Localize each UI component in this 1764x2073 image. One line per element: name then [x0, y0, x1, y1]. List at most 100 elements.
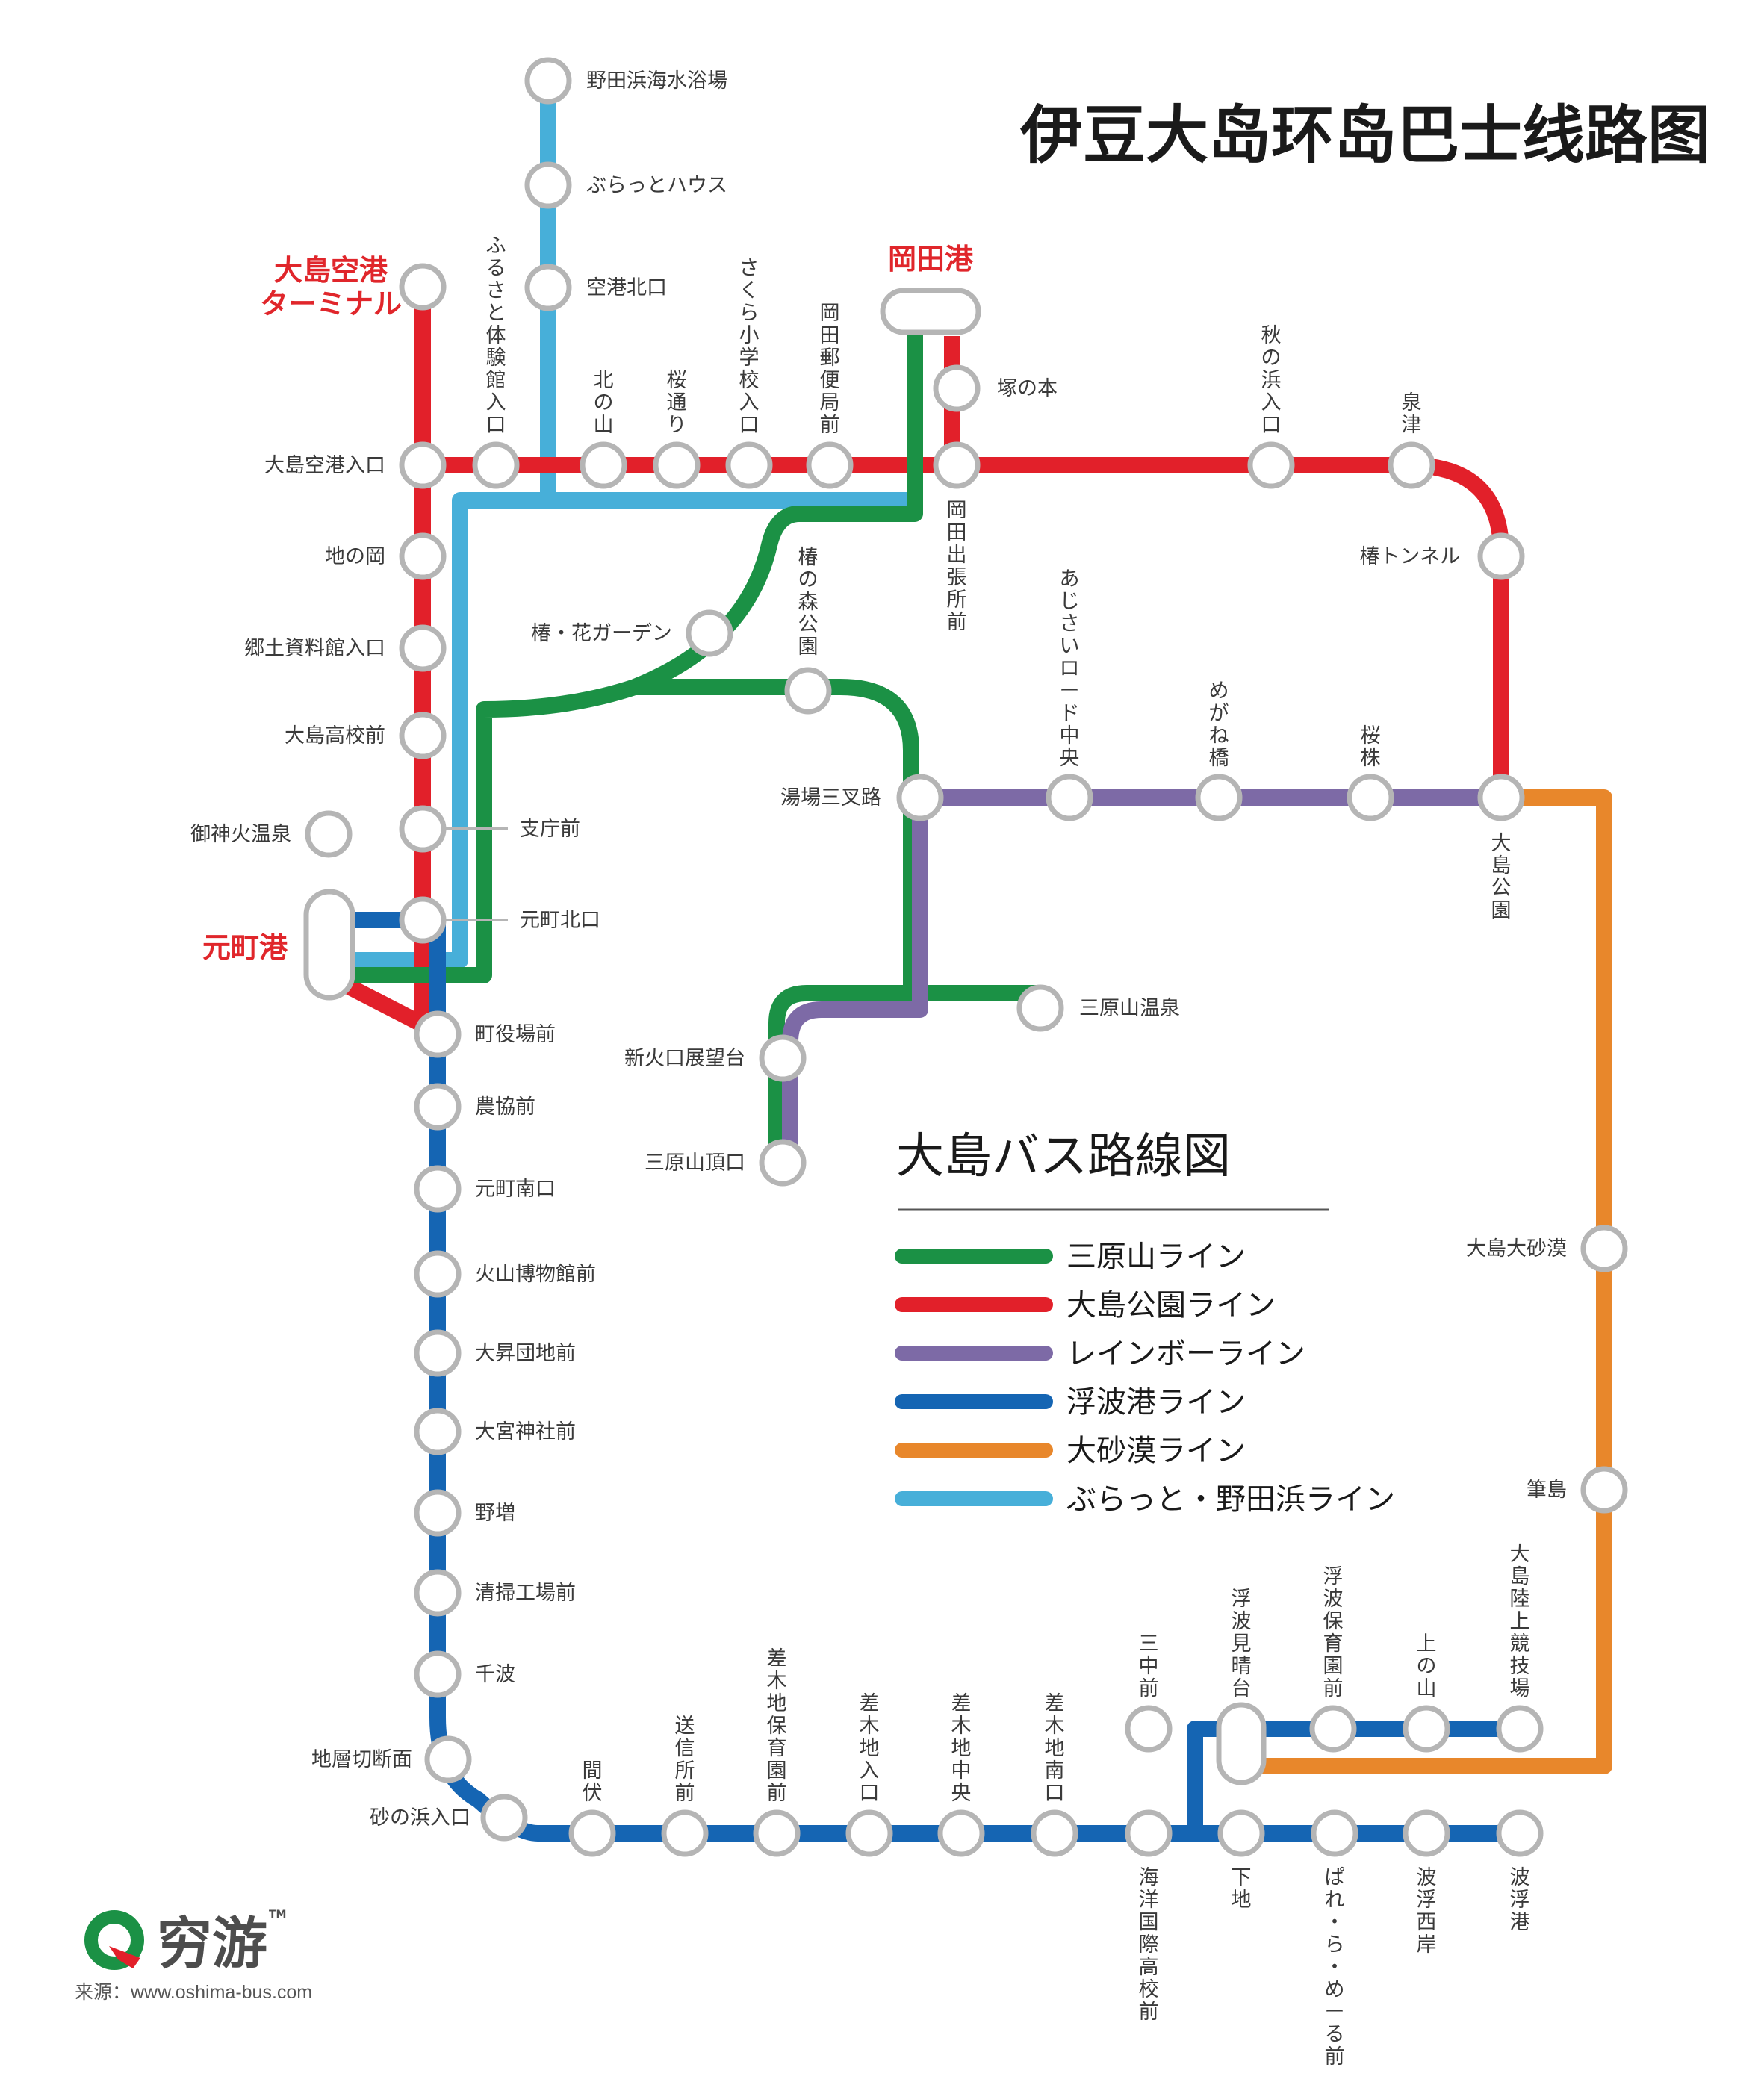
station-seiso[interactable] — [414, 1569, 462, 1617]
station-tsukanomoto[interactable] — [933, 364, 981, 412]
station-gojinka[interactable] — [305, 810, 353, 858]
label-tsukanomoto: 塚の本 — [997, 377, 1058, 400]
station-soshin[interactable] — [661, 1809, 709, 1857]
station-yuba[interactable] — [896, 774, 944, 821]
label-miharayama-onsen: 三原山温泉 — [1079, 997, 1180, 1020]
connector-ticks — [445, 827, 508, 921]
label-okada-shutcho: 岡田出張所前 — [947, 499, 967, 634]
station-habu-hoiku[interactable] — [1309, 1705, 1357, 1753]
station-rikujo[interactable] — [1496, 1705, 1544, 1753]
station-sakuradori[interactable] — [653, 441, 701, 489]
station-palala[interactable] — [1311, 1809, 1358, 1857]
station-sunanohama[interactable] — [480, 1794, 528, 1842]
station-tsubaki-mori[interactable] — [784, 667, 832, 715]
station-miharayama-chojo[interactable] — [759, 1139, 807, 1187]
label-sakura-school: さくら小学校入口 — [739, 257, 760, 437]
label-habu-miharashi: 浮波見晴台 — [1232, 1588, 1252, 1700]
station-kuko-iriguchi[interactable] — [399, 441, 447, 489]
legend-label-sabaku: 大砂漠ライン — [1066, 1434, 1246, 1468]
label-megane: めがね橋 — [1209, 680, 1229, 770]
label-nokyo: 農協前 — [475, 1095, 535, 1119]
label-palala: ぱれ・ら・めーる前 — [1325, 1866, 1345, 2069]
station-mabushi[interactable] — [568, 1809, 616, 1857]
label-sunanohama: 砂の浜入口 — [370, 1806, 470, 1830]
label-jinooka: 地の岡 — [325, 545, 385, 568]
station-kaiyo[interactable] — [1125, 1809, 1173, 1857]
station-nodahama[interactable] — [524, 57, 572, 105]
station-senba[interactable] — [414, 1650, 462, 1698]
station-motomachi-kita[interactable] — [399, 896, 447, 944]
label-habu-seigan: 波浮西岸 — [1417, 1866, 1437, 1957]
label-tsubaki-tunnel: 椿トンネル — [1360, 545, 1460, 568]
station-oshima-koen[interactable] — [1477, 774, 1525, 821]
label-sakiji-iriguchi: 差木地入口 — [860, 1692, 880, 1805]
station-sakiji-chuo[interactable] — [937, 1809, 985, 1857]
station-sakiji-hoiku[interactable] — [753, 1809, 801, 1857]
station-furusato[interactable] — [472, 441, 520, 489]
label-gojinka: 御神火温泉 — [190, 823, 291, 846]
station-buratto-house[interactable] — [524, 161, 572, 209]
station-shimochi[interactable] — [1217, 1809, 1265, 1857]
source-credit: 来源：www.oshima-bus.com — [75, 1982, 312, 2003]
station-jinooka[interactable] — [399, 532, 447, 580]
station-kitanoyama[interactable] — [580, 441, 627, 489]
station-megane[interactable] — [1195, 774, 1243, 821]
port-motomachi-terminal[interactable] — [303, 889, 355, 1001]
label-miharayama-chojo: 三原山頂口 — [645, 1152, 745, 1175]
station-motomachi-minami[interactable] — [414, 1165, 462, 1213]
station-daisabaku[interactable] — [1580, 1225, 1628, 1272]
logo-tm: TM — [269, 1909, 286, 1921]
label-sakiji-minami: 差木地南口 — [1045, 1692, 1065, 1805]
station-nokyo[interactable] — [414, 1083, 462, 1131]
label-habu-hoiku: 浮波保育園前 — [1323, 1565, 1344, 1700]
label-kitanoyama: 北の山 — [594, 369, 614, 437]
station-sentsu[interactable] — [1388, 441, 1435, 489]
station-sakura-school[interactable] — [725, 441, 773, 489]
label-shichomae: 支庁前 — [520, 818, 580, 841]
station-kazan[interactable] — [414, 1250, 462, 1298]
station-koko[interactable] — [399, 712, 447, 759]
station-ajisai[interactable] — [1046, 774, 1093, 821]
station-tsubaki-garden[interactable] — [686, 609, 733, 657]
station-habu-seigan[interactable] — [1403, 1809, 1450, 1857]
label-soshin: 送信所前 — [675, 1715, 695, 1805]
label-kyodo: 郷土資料館入口 — [244, 637, 385, 660]
label-tsubaki-garden: 椿・花ガーデン — [531, 622, 672, 645]
label-sakiji-hoiku: 差木地保育園前 — [767, 1647, 787, 1805]
station-taisho[interactable] — [414, 1329, 462, 1377]
legend-title: 大島バス路線図 — [896, 1129, 1231, 1184]
station-kuko-kitaguchi[interactable] — [524, 264, 572, 311]
label-sakuradori: 桜通り — [667, 369, 687, 437]
port-okada-terminal[interactable] — [880, 288, 981, 335]
label-okada-post: 岡田郵便局前 — [820, 302, 840, 437]
station-omiya[interactable] — [414, 1408, 462, 1455]
label-rikujo: 大島陸上競技場 — [1510, 1543, 1530, 1700]
legend-label-koen: 大島公園ライン — [1066, 1288, 1276, 1323]
station-habu-ko[interactable] — [1496, 1809, 1544, 1857]
station-akinohama[interactable] — [1247, 441, 1295, 489]
label-nodahama: 野田浜海水浴場 — [586, 69, 727, 93]
station-kyodo[interactable] — [399, 624, 447, 672]
station-noma[interactable] — [414, 1489, 462, 1537]
station-chiso[interactable] — [424, 1735, 472, 1783]
label-tsubaki-mori: 椿の森公園 — [798, 546, 819, 659]
station-uenoyama[interactable] — [1403, 1705, 1450, 1753]
station-okada-shutcho[interactable] — [933, 441, 981, 489]
station-shinkaguchi[interactable] — [759, 1034, 807, 1082]
station-fudeshima[interactable] — [1580, 1466, 1628, 1514]
station-okada-post[interactable] — [806, 441, 854, 489]
label-sannaka: 三中前 — [1139, 1632, 1159, 1700]
port-habu-miharashi-terminal[interactable] — [1216, 1702, 1267, 1785]
route-lines — [314, 81, 1612, 1842]
station-sakiji-iriguchi[interactable] — [845, 1809, 893, 1857]
station-tsubaki-tunnel[interactable] — [1477, 532, 1525, 580]
station-machiyakuba[interactable] — [414, 1010, 462, 1058]
station-airport-terminal[interactable] — [399, 263, 447, 311]
port-airport-label-2: ターミナル — [260, 288, 402, 320]
station-sakurakabu[interactable] — [1347, 774, 1394, 821]
legend-label-habu: 浮波港ライン — [1066, 1385, 1246, 1420]
station-shichomae[interactable] — [399, 805, 447, 853]
station-miharayama-onsen[interactable] — [1016, 984, 1064, 1032]
station-sannaka[interactable] — [1125, 1705, 1173, 1753]
station-sakiji-minami[interactable] — [1031, 1809, 1078, 1857]
